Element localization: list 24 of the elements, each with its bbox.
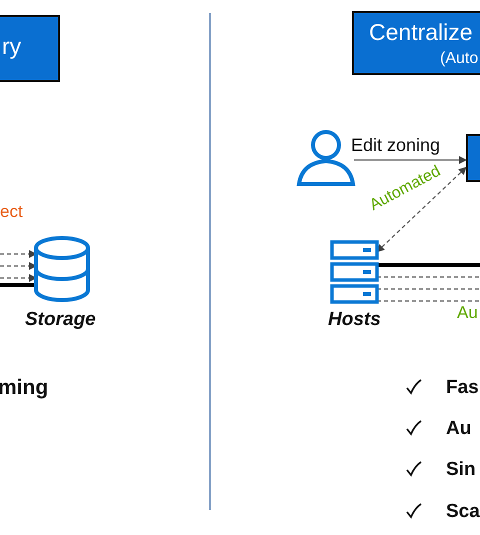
storage-label: Storage [25,310,96,329]
annotation-text: ect [0,203,23,220]
box-title: ry [2,35,22,58]
edge-label: Edit zoning [351,136,440,154]
thick-line [377,263,480,267]
bullet-text: Sin [446,460,476,479]
box-subtitle: (Auto [440,51,478,67]
hosts-label: Hosts [328,310,381,329]
dashed-arrow [376,166,467,252]
dashed-line [377,300,480,302]
dashed-arrow [0,250,37,258]
dashed-line [377,276,480,278]
thick-line [0,283,36,287]
arrow [354,156,467,164]
dashed-arrow [0,262,37,270]
edge-label: Au [457,304,478,321]
box-title: Centralize [369,21,473,44]
title-box [352,11,480,75]
dashed-arrow [0,274,37,282]
bullet-text: Fas [446,378,479,397]
bullet-text: Sca [446,502,480,521]
process-box [466,134,480,182]
dashed-line [377,288,480,290]
bullet-text: Au [446,419,472,438]
